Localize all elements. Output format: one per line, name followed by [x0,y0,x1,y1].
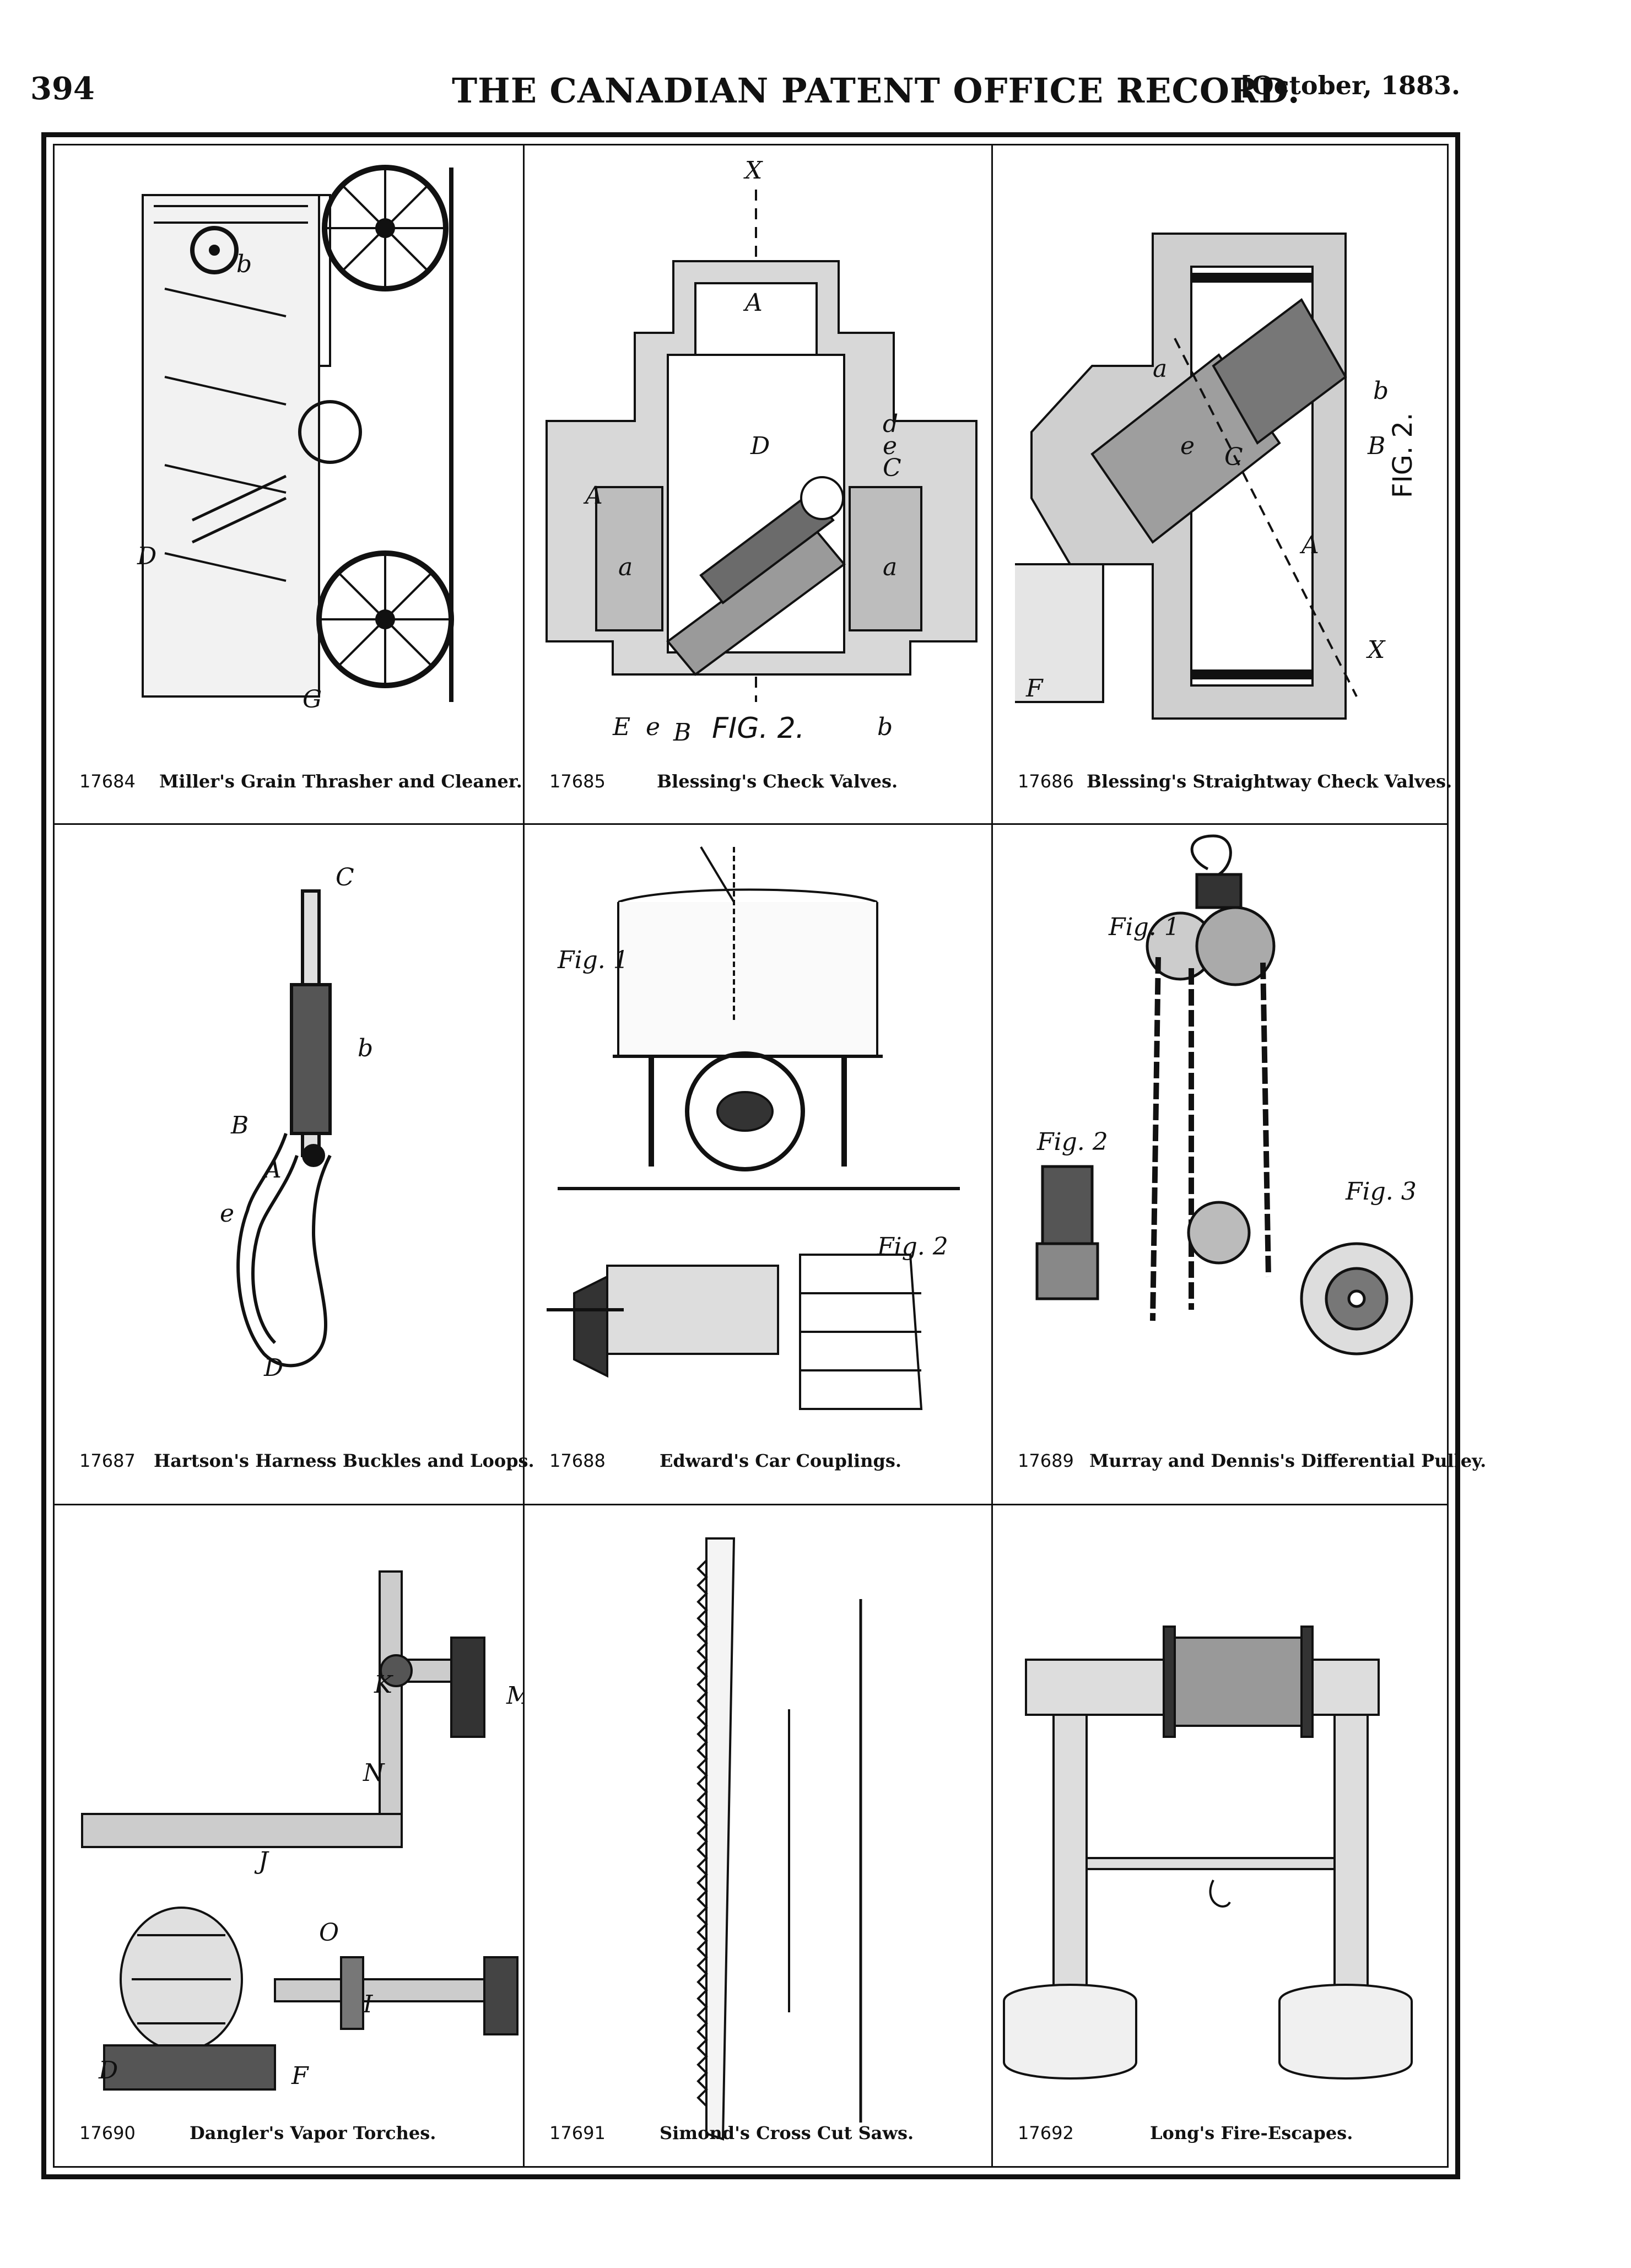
svg-text:C: C [336,863,354,892]
svg-text:b: b [1373,377,1389,405]
svg-text:I: I [363,1990,374,2018]
svg-text:A: A [1299,531,1319,559]
grain-thrasher-illustration: Db G [137,165,454,714]
svg-text:a: a [618,553,633,581]
svg-text:D: D [750,432,770,460]
patent-cell-17691: 17691 Simond's Cross Cut Saws. [525,1505,991,2178]
svg-text:F: F [291,2062,309,2090]
svg-text:A: A [262,1155,282,1184]
patent-title: Blessing's Check Valves. [657,771,898,792]
svg-text:A: A [583,482,603,510]
cross-cut-saw-illustration [696,1537,862,2141]
patent-cell-17692: 17692 Long's Fire-Escapes. [993,1505,1455,2178]
figure-label: Fig. 2 [877,1233,948,1261]
row-divider [55,1504,1447,1505]
page-header: 394 THE CANADIAN PATENT OFFICE RECORD. [… [0,71,1631,120]
svg-text:B: B [1367,432,1385,460]
svg-text:N: N [363,1759,385,1787]
figure-label: Fig. 1 [557,946,629,974]
svg-text:G: G [303,685,322,714]
differential-pulley-illustration: Fig. 1 Fig. 2 Fig. 3 [1035,834,1417,1356]
patent-number: 17687 [79,1450,136,1471]
patent-cell-17688: Fig. 1 Fig. 2 17688 Edward's Car Couplin… [525,825,991,1504]
column-divider [523,145,525,2166]
svg-text:a: a [883,553,897,581]
patent-title: Hartson's Harness Buckles and Loops. [154,1450,534,1471]
patent-number: 17689 [1018,1450,1074,1471]
svg-text:b: b [236,250,252,278]
svg-text:a: a [1153,355,1167,383]
patent-title: Edward's Car Couplings. [660,1450,901,1471]
patent-number: 17690 [79,2123,136,2143]
patent-title: Dangler's Vapor Torches. [190,2123,436,2143]
row-divider [55,823,1447,825]
figure-label: FIG. 2. [712,712,804,745]
svg-text:b: b [877,713,893,741]
fire-escape-illustration [1003,1626,1413,2080]
svg-text:X: X [1366,636,1386,664]
patent-title: Long's Fire-Escapes. [1150,2123,1353,2143]
svg-text:A: A [743,289,763,317]
svg-text:e: e [646,713,660,741]
svg-text:B: B [673,719,691,747]
figure-label: Fig. 2 [1036,1128,1108,1156]
patent-cell-17690: K N J M I D F O 17690 Dangler's Vapor Torche… [55,1505,523,2178]
column-divider [991,145,993,2166]
journal-title: THE CANADIAN PATENT OFFICE RECORD. [452,71,1300,111]
svg-text:D: D [137,542,156,570]
svg-text:e: e [883,432,897,460]
svg-text:K: K [374,1671,393,1699]
svg-text:b: b [358,1034,373,1062]
svg-text:C: C [1224,443,1243,471]
svg-text:D: D [263,1354,283,1382]
figure-label: Fig. 3 [1345,1178,1417,1206]
patent-cell-17689: Fig. 1 Fig. 2 Fig. 3 17689 Murray and De… [993,825,1486,1504]
patent-number: 17686 [1018,771,1074,792]
issue-date: [October, 1883. [1239,71,1460,100]
harness-buckle-illustration: C D AB b e [220,863,373,1382]
svg-text:M: M [506,1682,523,1710]
patent-number: 17691 [549,2123,606,2143]
figure-label: FIG. 2. [1387,413,1418,498]
svg-text:X: X [743,156,763,185]
figure-label: Fig. 1 [1108,913,1180,941]
svg-text:e: e [220,1200,234,1228]
svg-text:F: F [1025,674,1044,703]
svg-text:B: B [230,1111,249,1140]
vapor-torch-illustration: K N J M I D F O [81,1570,523,2091]
car-coupling-illustration: Fig. 1 Fig. 2 [547,846,960,1410]
page-number: 394 [30,71,95,107]
patent-number: 17685 [549,771,606,792]
svg-text:d: d [883,410,898,438]
patent-title: Murray and Dennis's Differential Pulley. [1089,1450,1487,1471]
patent-number: 17692 [1018,2123,1074,2143]
patent-number: 17684 [79,771,136,792]
patent-title: Blessing's Straightway Check Valves. [1087,771,1452,792]
patent-number: 17688 [549,1450,606,1471]
svg-text:D: D [98,2056,118,2085]
svg-text:J: J [254,1847,269,1875]
svg-text:O: O [319,1919,339,1947]
svg-text:e: e [1180,432,1195,460]
patent-title: Simond's Cross Cut Saws. [660,2123,914,2143]
svg-text:E: E [612,713,630,741]
straightway-check-valve-illustration: a e C B bA X F FIG. 2. [1015,233,1418,720]
svg-text:C: C [883,454,901,482]
patent-title: Miller's Grain Thrasher and Cleaner. [159,771,522,792]
